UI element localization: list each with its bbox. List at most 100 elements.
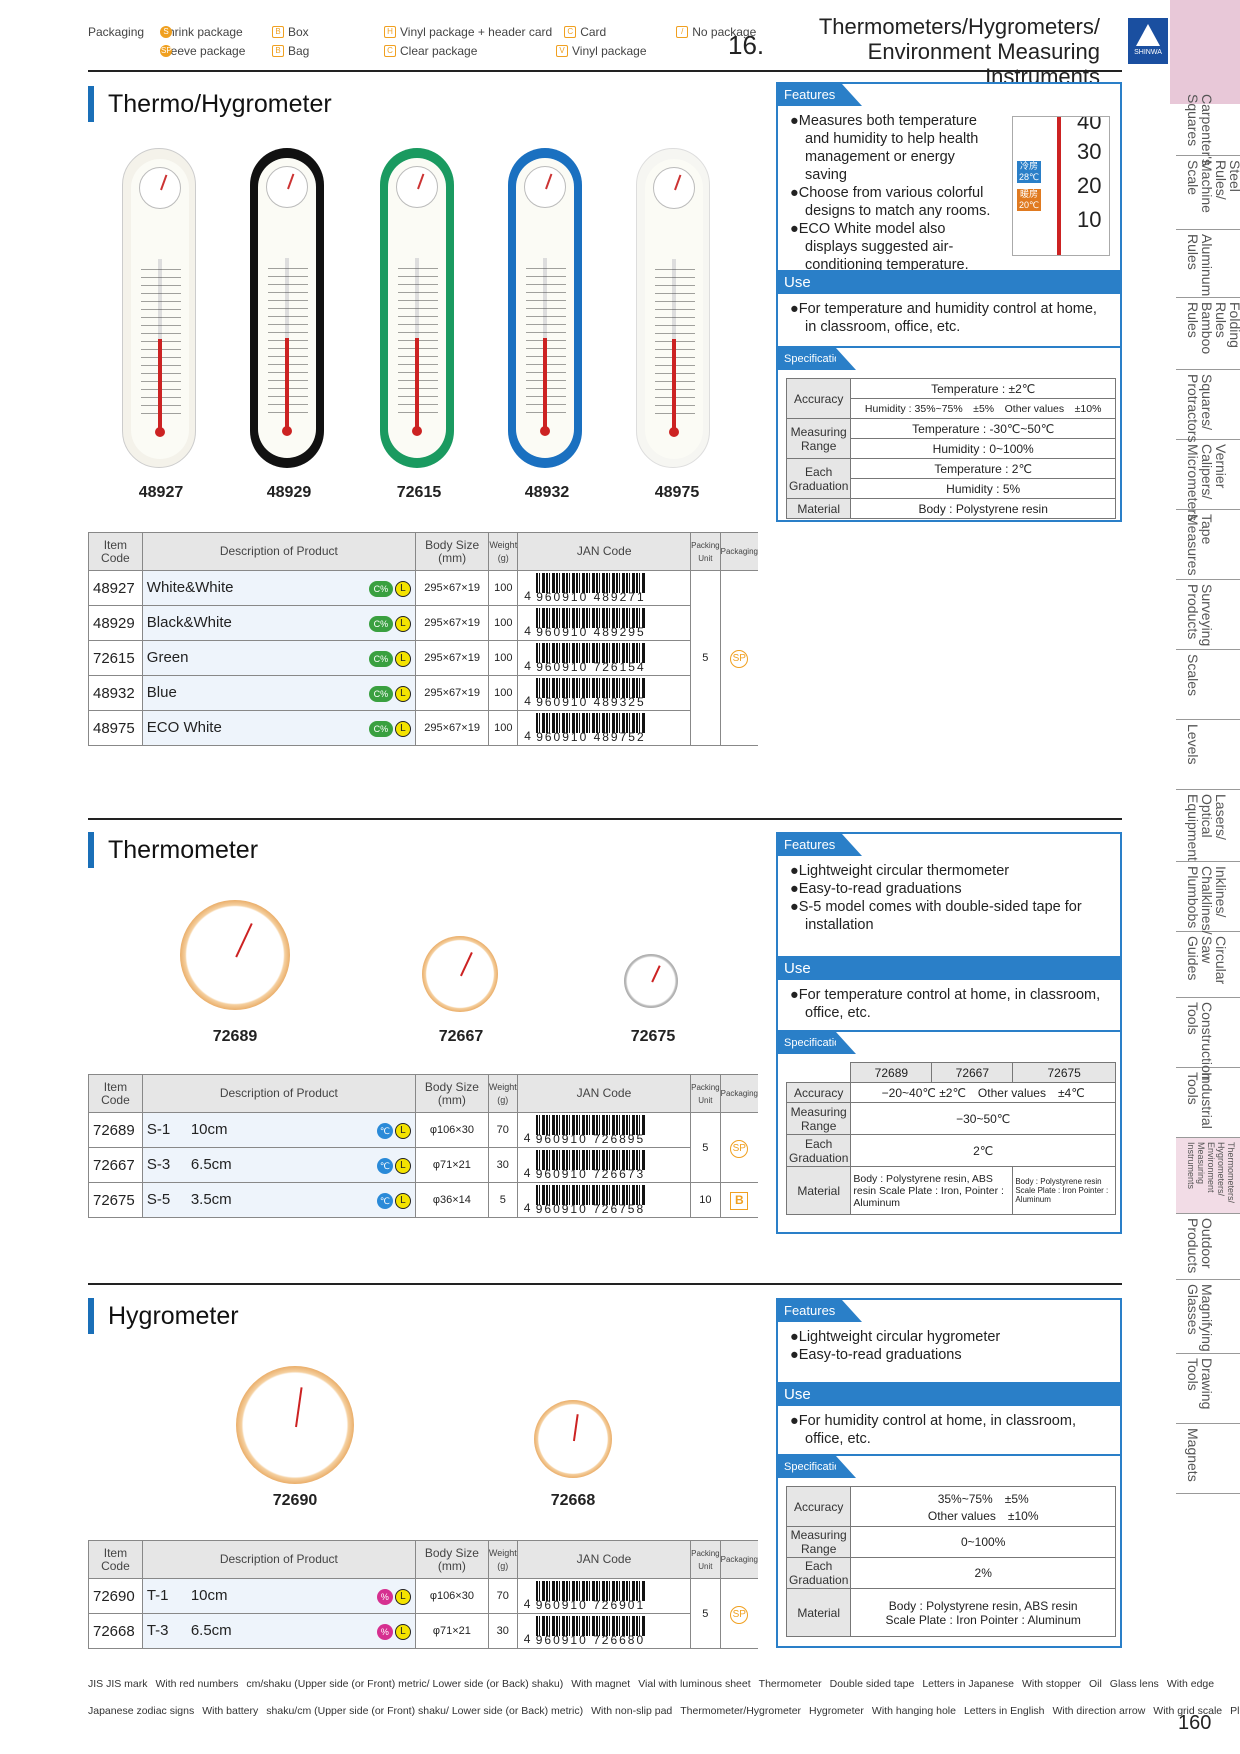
feature-icons: %L (376, 1587, 411, 1605)
col-item-code: Item Code (88, 532, 143, 571)
barcode-block: 960910 726154 (536, 643, 647, 673)
sidebar-chapter-item[interactable]: Lasers/ Optical Equipment (1176, 790, 1240, 862)
spec-col-72675: 72675 (1012, 1062, 1116, 1083)
col-weight: Weight (g) (488, 532, 519, 571)
packing-unit-cell: 5 (690, 1112, 721, 1183)
spec-material-line: Scale Plate : Iron Pointer : Aluminum (885, 1612, 1081, 1627)
sidebar-chapter-item[interactable]: Levels (1176, 720, 1240, 790)
item-code-cell: 48927 (88, 570, 143, 606)
sidebar-chapter-item[interactable]: Surveying Products (1176, 580, 1240, 650)
item-code-cell: 48932 (88, 675, 143, 711)
jan-number: 960910 726673 (535, 1167, 646, 1181)
sidebar-chapter-item[interactable]: Industrial Tools (1176, 1068, 1240, 1138)
spec-accuracy-label: Accuracy (785, 378, 852, 419)
product-code-label: 72668 (550, 1492, 596, 1509)
weight-cell: 100 (488, 710, 518, 746)
hygrometer-icon: % (376, 1623, 393, 1640)
sidebar-chapter-label: Aluminum Rules (1185, 234, 1215, 297)
features-list: ●Lightweight circular hygrometer●Easy-to… (778, 1322, 1120, 1372)
product-code-label: 48932 (524, 484, 570, 501)
features-list: ●Measures both temperature and humidity … (778, 106, 1120, 282)
sidebar-chapter-item[interactable]: Magnets (1176, 1424, 1240, 1494)
thermometer-icon: ℃ (376, 1192, 393, 1209)
legend-label: No package (692, 24, 757, 39)
feature-icons: C%L (368, 579, 411, 597)
barcode-icon (535, 1150, 646, 1170)
icon-legend-item: Letters in Japanese (922, 1678, 1014, 1690)
icon-legend-item: shaku/cm (Upper side (or Front) shaku/ L… (266, 1705, 584, 1717)
model-name: S-1 (146, 1121, 171, 1139)
hanging-hole-icon: L (394, 615, 411, 632)
packaging-cell: SP (719, 1112, 758, 1183)
sidebar-chapter-item[interactable]: Inklines/ Chalklines/ Plumbobs (1176, 862, 1240, 934)
sidebar-chapter-item[interactable]: Carpenter's Squares (1176, 90, 1240, 166)
weight-cell: 100 (488, 675, 518, 711)
package-icon: S (160, 25, 172, 38)
jan-number: 960910 726895 (535, 1132, 646, 1146)
spec-graduation: 2℃ (850, 1134, 1116, 1167)
sidebar-chapter-item[interactable]: Resin Folding Rules Bamboo Rules (1176, 298, 1240, 370)
eco-scale-inset-image: 冷房 28℃ 暖房 20℃ 40 30 20 10 (1012, 116, 1110, 256)
sidebar-chapter-item[interactable]: Vernier Calipers/ Micrometers (1176, 440, 1240, 521)
col-weight: Weight (g) (487, 1074, 518, 1113)
col-packaging: Packaging (719, 1540, 758, 1579)
spec-accuracy: −20~40℃ ±2℃ Other values ±4℃ (850, 1082, 1116, 1103)
product-image-72675 (624, 954, 678, 1008)
product-image-48975 (636, 148, 710, 468)
legend-label: Vinyl package (572, 43, 647, 58)
hanging-hole-icon: L (394, 580, 411, 597)
product-table-hygrometer: Item Code Description of Product Body Si… (88, 1540, 758, 1649)
body-size-cell: 295×67×19 (414, 675, 489, 711)
sidebar-chapter-item[interactable]: Aluminum Rules (1176, 230, 1240, 298)
use-divider (778, 1382, 1120, 1384)
sidebar-chapter-item[interactable]: Thermometers/ Hygrometers/ Environment M… (1176, 1138, 1240, 1214)
chapter-title-line-1: Thermometers/Hygrometers/ (818, 14, 1100, 39)
sidebar-chapter-item[interactable]: Magnifying Glasses (1176, 1280, 1240, 1354)
sidebar-chapter-item[interactable]: Scales (1176, 650, 1240, 720)
item-code-cell: 72667 (88, 1147, 143, 1183)
icon-legend-item: cm/shaku (Upper side (or Front) metric/ … (246, 1678, 564, 1690)
sidebar-chapter-item[interactable]: Construction Tools (1176, 998, 1240, 1081)
sidebar-chapter-item[interactable]: Squares/ Protractors (1176, 370, 1240, 442)
barcode-block: 960910 726758 (535, 1185, 646, 1215)
feature-icons: C%L (368, 684, 411, 702)
product-code-label: 48975 (654, 484, 700, 501)
product-code-label: 72675 (630, 1028, 676, 1045)
sidebar-chapter-item[interactable]: Circular Saw Guides (1176, 932, 1240, 998)
spec-material: Body : Polystyrene resin (850, 498, 1116, 519)
product-code-label: 72615 (396, 484, 442, 501)
jan-prefix: 4 (523, 1201, 532, 1215)
barcode-block: 960910 726680 (535, 1616, 646, 1646)
icon-legend-item: Hygrometer (809, 1705, 864, 1717)
sidebar-chapter-label: Thermometers/ Hygrometers/ Environment M… (1186, 1142, 1236, 1204)
sidebar-chapter-label: Carpenter's Squares (1185, 94, 1215, 166)
icon-legend-item: Plastic lens (1230, 1705, 1240, 1717)
sidebar-chapter-item[interactable]: Outdoor Products (1176, 1214, 1240, 1280)
icon-legend-item: With direction arrow (1052, 1705, 1146, 1717)
spec-accuracy-label: Accuracy (785, 1082, 852, 1103)
col-item-code: Item Code (88, 1074, 143, 1113)
spec-graduation-humidity: Humidity : 5% (850, 478, 1116, 499)
jan-number: 960910 489295 (536, 625, 646, 639)
legend-label: Clear package (400, 43, 478, 58)
hanging-hole-icon: L (394, 1588, 411, 1605)
sidebar-chapter-item[interactable]: Tape Measures (1176, 510, 1240, 580)
sidebar-chapter-item[interactable]: Drawing Tools (1176, 1354, 1240, 1424)
sidebar-chapter-item[interactable]: Stainless Steel Rules/ Machine Scale (1176, 156, 1240, 230)
weight-cell: 70 (487, 1112, 518, 1148)
description-text: ECO White (146, 719, 222, 737)
col-packaging: Packaging (719, 532, 758, 571)
